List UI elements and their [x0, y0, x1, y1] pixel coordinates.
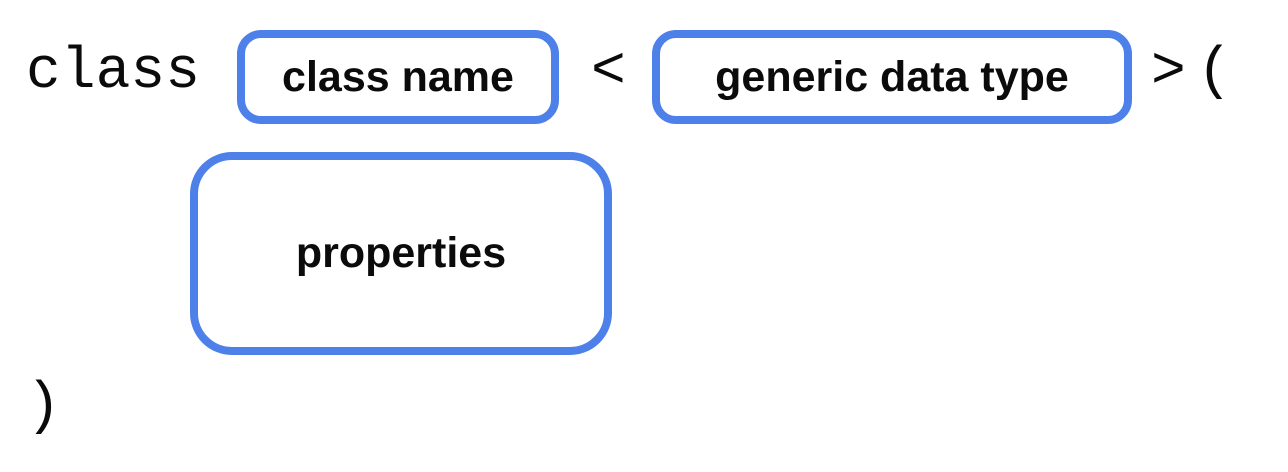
open-parenthesis: (	[1197, 40, 1232, 105]
properties-placeholder-label: properties	[295, 229, 507, 277]
properties-placeholder-box: properties	[190, 152, 612, 355]
class-keyword: class	[26, 40, 201, 105]
class-name-placeholder-label: class name	[282, 52, 514, 101]
close-angle-bracket: >	[1151, 40, 1186, 105]
generic-data-type-placeholder-label: generic data type	[715, 52, 1069, 101]
class-name-placeholder-box: class name	[237, 30, 559, 124]
generic-data-type-placeholder-box: generic data type	[652, 30, 1132, 124]
close-parenthesis: )	[26, 375, 61, 440]
open-angle-bracket: <	[591, 40, 626, 105]
